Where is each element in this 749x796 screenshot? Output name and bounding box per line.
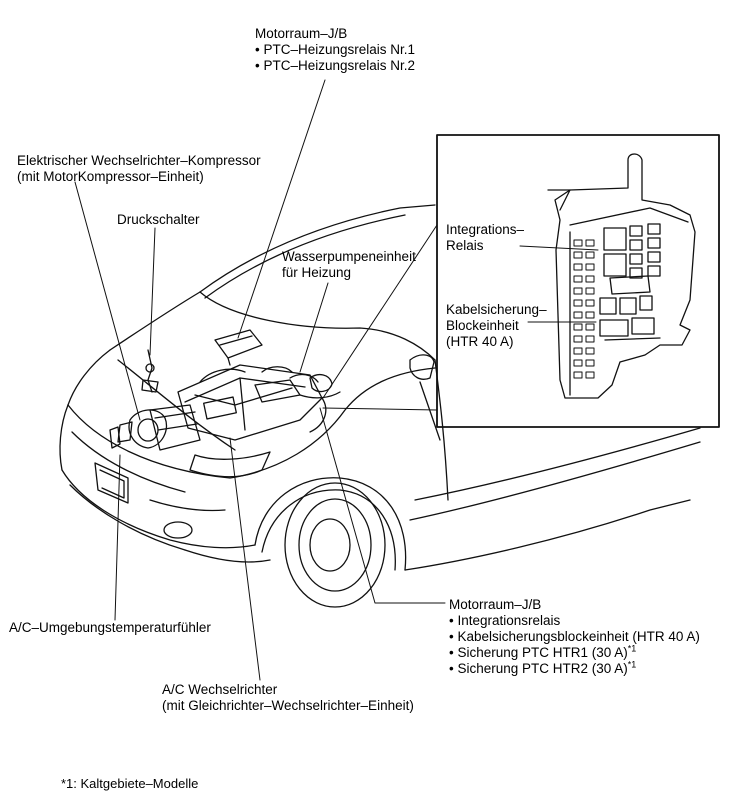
label-item: Integrationsrelais <box>449 613 700 629</box>
label-line: (mit MotorKompressor–Einheit) <box>17 169 204 184</box>
label-item: PTC–Heizungsrelais Nr.1 <box>255 42 415 58</box>
label-item: Kabelsicherungsblockeinheit (HTR 40 A) <box>449 629 699 645</box>
label-engine-jb-bottom: Motorraum–J/B Integrationsrelais Kabelsi… <box>449 597 700 677</box>
label-fuse-block: Kabelsicherung– Blockeinheit (HTR 40 A) <box>446 302 547 350</box>
label-line: Druckschalter <box>117 212 200 227</box>
label-title: Motorraum–J/B <box>449 597 542 612</box>
label-integration-relay: Integrations– Relais <box>446 222 524 254</box>
label-line: für Heizung <box>282 265 352 280</box>
label-line: A/C Wechselrichter <box>162 682 278 697</box>
label-line: Elektrischer Wechselrichter–Kompressor <box>17 153 261 168</box>
label-item-fuse-htr2: Sicherung PTC HTR2 (30 A)*1 <box>449 660 700 677</box>
label-line: Blockeinheit <box>446 318 519 333</box>
label-item-fuse-htr1: Sicherung PTC HTR1 (30 A)*1 <box>449 644 700 661</box>
label-item: PTC–Heizungsrelais Nr.2 <box>255 58 415 74</box>
label-ac-inverter: A/C Wechselrichter (mit Gleichrichter–We… <box>162 682 414 714</box>
leader-lines <box>74 79 599 681</box>
label-line: Integrations– <box>446 222 525 237</box>
label-line: Kabelsicherung– <box>446 302 547 317</box>
label-engine-jb-top: Motorraum–J/B PTC–Heizungsrelais Nr.1 PT… <box>255 26 415 74</box>
label-line: A/C–Umgebungstemperaturfühler <box>9 620 211 635</box>
fusebox-inset <box>436 134 720 428</box>
label-line: Wasserpumpeneinheit <box>282 249 416 264</box>
label-title: Motorraum–J/B <box>255 26 348 41</box>
label-ambient-sensor: A/C–Umgebungstemperaturfühler <box>9 620 211 636</box>
label-water-pump: Wasserpumpeneinheit für Heizung <box>282 249 416 281</box>
engine-components <box>109 329 341 451</box>
label-line: Relais <box>446 238 484 253</box>
label-line: (HTR 40 A) <box>446 334 514 349</box>
label-compressor: Elektrischer Wechselrichter–Kompressor (… <box>17 153 261 185</box>
label-line: (mit Gleichrichter–Wechselrichter–Einhei… <box>162 698 414 713</box>
footnote-text: *1: Kaltgebiete–Modelle <box>61 776 199 791</box>
label-pressure-switch: Druckschalter <box>117 212 200 228</box>
footnote: *1: Kaltgebiete–Modelle <box>61 776 198 792</box>
